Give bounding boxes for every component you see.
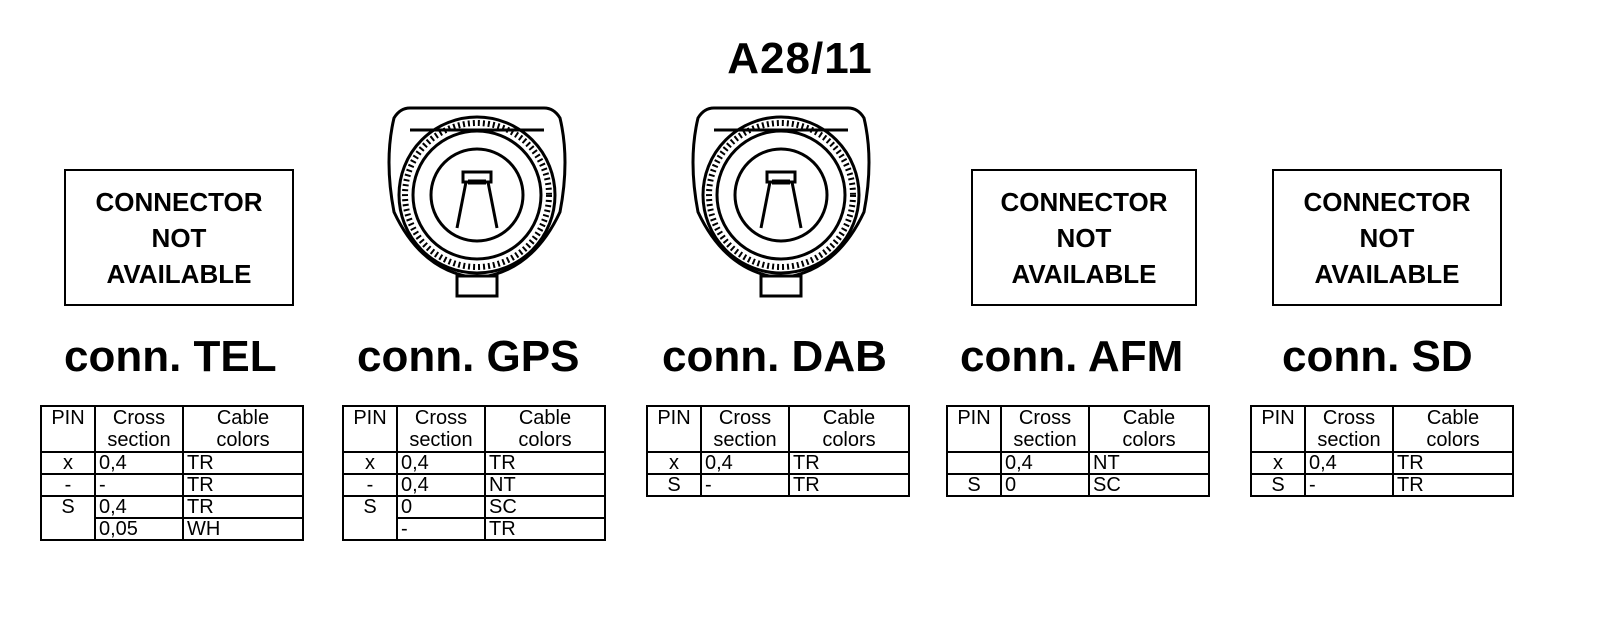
cable-color-cell: WH xyxy=(182,517,304,541)
cable-color-cell: TR xyxy=(1392,473,1514,497)
placeholder-line: NOT xyxy=(151,222,207,253)
pin-cell: S xyxy=(342,495,398,541)
cross-section-cell: - xyxy=(396,517,486,541)
cross-section-cell: 0,05 xyxy=(94,517,184,541)
cable-color-cell: TR xyxy=(182,473,304,497)
pin-cell: S xyxy=(946,473,1002,497)
cross-section-cell: - xyxy=(700,473,790,497)
cable-color-cell: TR xyxy=(788,473,910,497)
placeholder-line: AVAILABLE xyxy=(1011,258,1157,289)
pin-cell: x xyxy=(646,451,702,475)
table-row: S 0 SC xyxy=(342,495,606,541)
table-row: - TR xyxy=(343,517,606,541)
header-pin: PIN xyxy=(342,405,398,453)
cable-color-cell: SC xyxy=(1088,473,1210,497)
cross-section-cell: 0,4 xyxy=(396,451,486,475)
page-title: A28/11 xyxy=(727,34,873,83)
table-row: - - TR xyxy=(40,473,304,497)
connector-label-gps: conn. GPS xyxy=(357,332,580,381)
table-row: - 0,4 NT xyxy=(342,473,606,497)
cross-section-cell: 0 xyxy=(396,495,486,519)
header-pin: PIN xyxy=(946,405,1002,453)
table-row: S - TR xyxy=(646,473,910,497)
table-row: S 0 SC xyxy=(946,473,1210,497)
cable-color-cell: TR xyxy=(182,451,304,475)
cross-section-cell: 0,4 xyxy=(94,451,184,475)
pin-cell: S xyxy=(40,495,96,541)
cross-section-cell: 0,4 xyxy=(1000,451,1090,475)
header-pin: PIN xyxy=(40,405,96,453)
pin-cell: - xyxy=(40,473,96,497)
cable-color-cell: TR xyxy=(788,451,910,475)
connector-not-available-box: CONNECTOR NOT AVAILABLE xyxy=(64,169,294,306)
pin-cell: x xyxy=(40,451,96,475)
connector-label-dab: conn. DAB xyxy=(662,332,887,381)
cable-color-cell: NT xyxy=(484,473,606,497)
cross-section-cell: 0,4 xyxy=(700,451,790,475)
pin-cell: x xyxy=(342,451,398,475)
connector-not-available-box: CONNECTOR NOT AVAILABLE xyxy=(1272,169,1502,306)
pin-cell: S xyxy=(1250,473,1306,497)
placeholder-line: NOT xyxy=(1056,222,1112,253)
coax-connector-icon xyxy=(691,106,871,298)
table-row: x 0,4 TR xyxy=(646,451,910,475)
cross-section-cell: 0,4 xyxy=(94,495,184,519)
cross-section-cell: 0 xyxy=(1000,473,1090,497)
cross-section-cell: 0,4 xyxy=(396,473,486,497)
pin-cell xyxy=(946,451,1002,475)
cable-color-cell: TR xyxy=(182,495,304,519)
table-row: S - TR xyxy=(1250,473,1514,497)
placeholder-line: AVAILABLE xyxy=(106,258,252,289)
cross-section-cell: 0,4 xyxy=(1304,451,1394,475)
connector-label-afm: conn. AFM xyxy=(960,332,1184,381)
placeholder-line: CONNECTOR xyxy=(1000,186,1168,217)
connector-label-sd: conn. SD xyxy=(1282,332,1473,381)
cable-color-cell: TR xyxy=(484,451,606,475)
table-row: 0,4 NT xyxy=(946,451,1210,475)
coax-connector-icon xyxy=(387,106,567,298)
table-row: x 0,4 TR xyxy=(342,451,606,475)
table-row: S 0,4 TR xyxy=(40,495,304,541)
table-row: x 0,4 TR xyxy=(40,451,304,475)
placeholder-line: NOT xyxy=(1359,222,1415,253)
placeholder-line: CONNECTOR xyxy=(1303,186,1471,217)
placeholder-line: AVAILABLE xyxy=(1314,258,1460,289)
cable-color-cell: NT xyxy=(1088,451,1210,475)
header-pin: PIN xyxy=(1250,405,1306,453)
table-row: 0,05 WH xyxy=(41,517,304,541)
connector-label-tel: conn. TEL xyxy=(64,332,277,381)
cross-section-cell: - xyxy=(1304,473,1394,497)
table-row: x 0,4 TR xyxy=(1250,451,1514,475)
pin-cell: x xyxy=(1250,451,1306,475)
cable-color-cell: TR xyxy=(484,517,606,541)
cable-color-cell: SC xyxy=(484,495,606,519)
placeholder-line: CONNECTOR xyxy=(95,186,263,217)
pin-cell: S xyxy=(646,473,702,497)
cross-section-cell: - xyxy=(94,473,184,497)
cable-color-cell: TR xyxy=(1392,451,1514,475)
connector-not-available-box: CONNECTOR NOT AVAILABLE xyxy=(971,169,1197,306)
header-pin: PIN xyxy=(646,405,702,453)
pin-cell: - xyxy=(342,473,398,497)
